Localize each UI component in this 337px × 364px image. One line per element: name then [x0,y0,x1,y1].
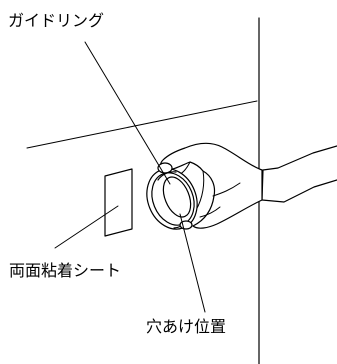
adhesive-sheet [104,168,133,237]
label-adhesive-sheet: 両面粘着シート [9,261,121,280]
leader-adhesive-sheet [54,205,119,249]
leader-guide-ring [84,41,171,185]
label-guide-ring: ガイドリング [8,11,104,30]
arm-sleeve [261,145,337,203]
label-hole-position: 穴あけ位置 [146,317,226,336]
horizontal-guide-line [26,100,258,149]
leader-hole-position [179,213,206,313]
